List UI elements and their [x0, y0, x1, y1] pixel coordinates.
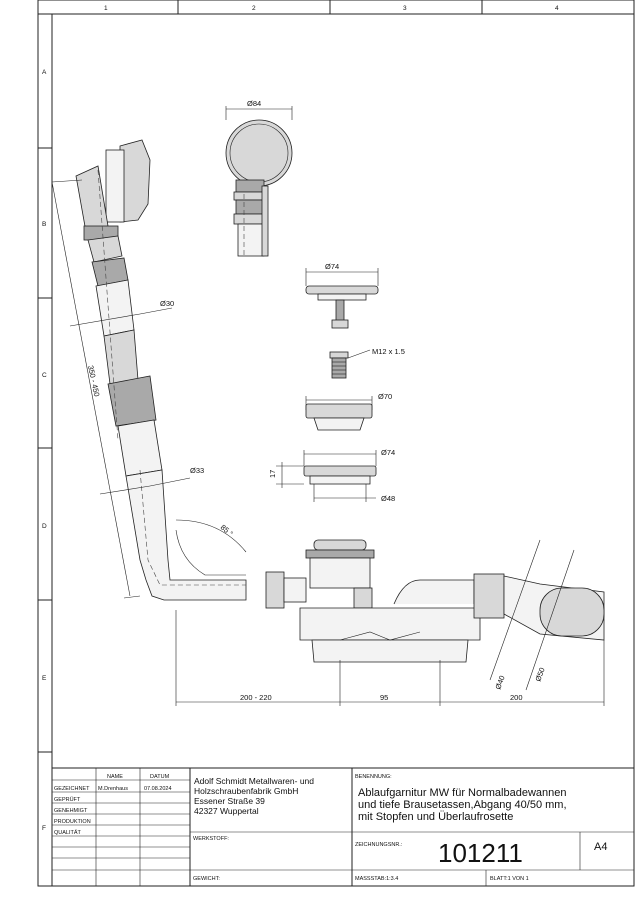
grid-col-4: 4 — [555, 5, 559, 12]
tb-format: A4 — [594, 841, 607, 853]
dim-95: 95 — [380, 693, 388, 702]
plug — [305, 268, 379, 329]
dim-d48: Ø48 — [381, 494, 395, 503]
tb-col-date: DATUM — [150, 774, 170, 780]
dim-length: 350 - 450 — [86, 365, 101, 398]
screw — [329, 349, 371, 379]
dim-d74-top: Ø74 — [325, 262, 339, 271]
strainer — [305, 396, 373, 431]
tb-row-geprueft: GEPRÜFT — [54, 796, 81, 803]
dim-d30: Ø30 — [160, 299, 174, 308]
dim-angle: 85 ° — [219, 523, 235, 539]
dim-d40: Ø40 — [493, 674, 506, 690]
tb-massstab: MASSSTAB:1:3.4 — [355, 876, 398, 882]
tb-drawn-by: M.Drenhaus — [98, 786, 128, 792]
tb-row-gezeichnet: GEZEICHNET — [54, 786, 90, 792]
grid-row-b: B — [42, 221, 46, 228]
tb-row-genehmigt: GENEHMIGT — [54, 808, 88, 814]
grid-col-2: 2 — [252, 5, 256, 12]
length-dimension — [51, 179, 247, 599]
tb-company-2: Holzschraubenfabrik GmbH — [194, 786, 298, 796]
tb-zeichnungsnr: 101211 — [438, 838, 523, 868]
tb-gewicht-label: GEWICHT: — [193, 876, 220, 882]
ring — [276, 450, 377, 502]
tb-blatt: BLATT:1 VON 1 — [490, 876, 529, 882]
dim-d70: Ø70 — [378, 392, 392, 401]
tb-row-qualitaet: QUALITÄT — [54, 829, 82, 836]
tb-drawn-date: 07.08.2024 — [144, 786, 172, 792]
title-block — [51, 767, 635, 887]
dim-200: 200 — [510, 693, 523, 702]
grid-row-d: D — [42, 523, 47, 530]
bottom-dimensions — [175, 539, 605, 706]
grid-row-a: A — [42, 69, 47, 76]
grid-col-3: 3 — [403, 5, 407, 12]
tb-werkstoff-label: WERKSTOFF: — [193, 836, 229, 842]
dim-h17: 17 — [268, 470, 277, 478]
tb-col-name: NAME — [107, 774, 123, 780]
dim-d50: Ø50 — [533, 666, 546, 682]
grid-col-1: 1 — [104, 5, 108, 12]
dim-d33: Ø33 — [190, 466, 204, 475]
tb-row-produktion: PRODUKTION — [54, 819, 91, 825]
tb-zeichnungsnr-label: ZEICHNUNGSNR.: — [355, 842, 403, 848]
drain-body — [265, 539, 605, 663]
overflow-rosette — [225, 106, 293, 257]
tb-company-4: 42327 Wuppertal — [194, 806, 259, 816]
tb-benennung-1: Ablaufgarnitur MW für Normalbadewannen — [358, 787, 567, 799]
tb-benennung-3: mit Stopfen und Überlaufrosette — [358, 811, 513, 823]
dim-d84: Ø84 — [247, 99, 261, 108]
grid-row-f: F — [42, 825, 46, 832]
tb-company-3: Essener Straße 39 — [194, 796, 265, 806]
dim-d74-mid: Ø74 — [381, 448, 395, 457]
tb-company-1: Adolf Schmidt Metallwaren- und — [194, 776, 314, 786]
tb-benennung-label: BENENNUNG: — [355, 774, 392, 780]
grid-row-c: C — [42, 372, 47, 379]
overflow-pipe-assembly — [75, 139, 247, 601]
tb-benennung-2: und tiefe Brausetassen,Abgang 40/50 mm, — [358, 799, 567, 811]
dim-200-220: 200 - 220 — [240, 693, 272, 702]
grid-row-e: E — [42, 675, 47, 682]
dim-m12: M12 x 1.5 — [372, 347, 405, 356]
